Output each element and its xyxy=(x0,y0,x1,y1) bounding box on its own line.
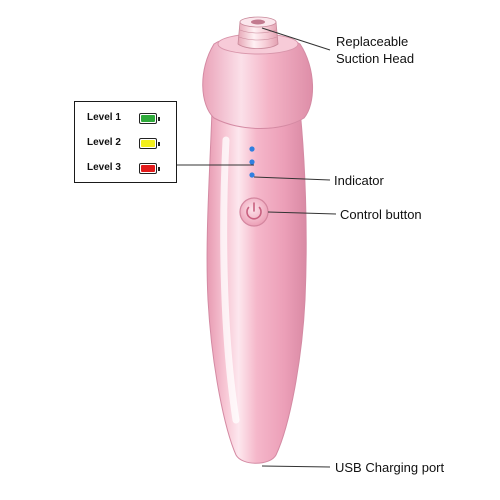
usb-charging-port-label: USB Charging port xyxy=(335,460,445,475)
battery-icon xyxy=(139,113,160,124)
level-legend: Level 1 Level 2 Level 3 xyxy=(74,101,177,183)
suction-nozzle-icon xyxy=(237,16,279,49)
indicator-label: Indicator xyxy=(334,173,384,188)
leader-suction-head xyxy=(261,27,331,51)
indicator-led-2 xyxy=(249,159,255,165)
indicator-leds xyxy=(249,146,255,178)
level-label: Level 3 xyxy=(87,162,121,173)
indicator-led-1 xyxy=(249,146,255,152)
suction-head-label-line1: Replaceable xyxy=(336,34,409,49)
leader-indicator xyxy=(253,176,331,181)
suction-head-label-line2: Suction Head xyxy=(336,51,415,66)
callout-lines xyxy=(177,27,337,468)
indicator-led-3 xyxy=(249,172,255,178)
control-button-label: Control button xyxy=(340,207,422,222)
body-highlight xyxy=(220,136,240,424)
level-label: Level 1 xyxy=(87,112,121,123)
level-row: Level 3 xyxy=(87,161,167,177)
level-label: Level 2 xyxy=(87,137,121,148)
level-row: Level 1 xyxy=(87,111,167,127)
control-button xyxy=(239,197,269,227)
battery-icon xyxy=(139,138,160,149)
power-icon xyxy=(246,202,262,220)
battery-icon xyxy=(139,163,160,174)
leader-control-button xyxy=(267,211,337,215)
suction-head-label: Replaceable Suction Head xyxy=(336,33,414,67)
level-row: Level 2 xyxy=(87,136,167,152)
leader-usb-port xyxy=(261,465,331,468)
